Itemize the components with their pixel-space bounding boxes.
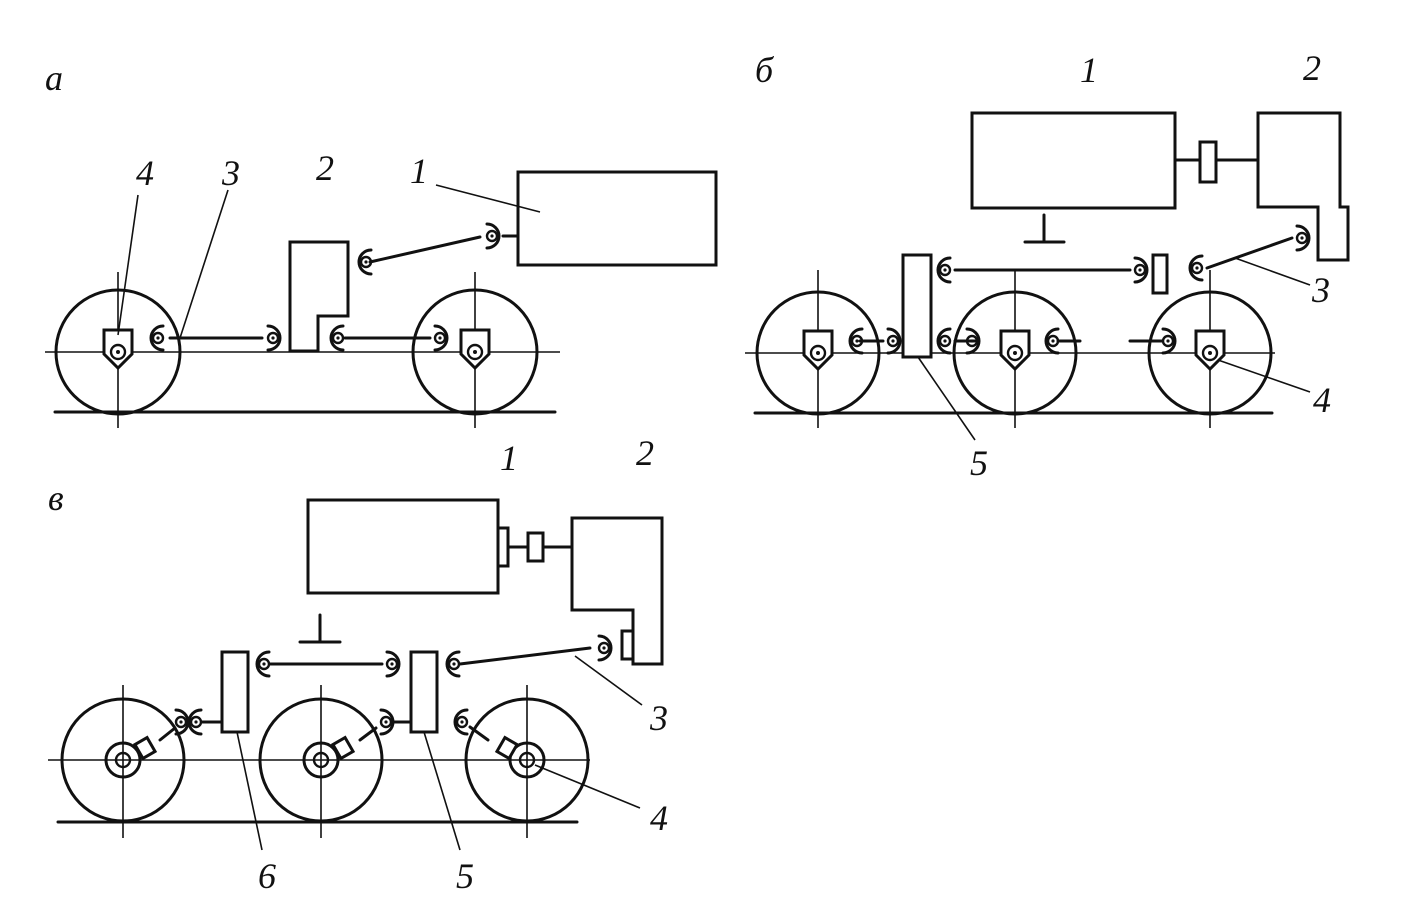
panel-b-letter: б: [755, 50, 775, 90]
panel-a-label-2: 2: [316, 148, 334, 188]
panel-b: б: [745, 48, 1350, 483]
panel-b-axle-gearbox-2: [999, 329, 1031, 371]
panel-c-engine: [306, 498, 500, 595]
panel-a: а: [45, 58, 718, 428]
panel-a-joint-4: [433, 324, 449, 352]
panel-c-letter: в: [48, 478, 64, 518]
panel-b-intermediate-box: [901, 253, 933, 359]
panel-c-label-3: 3: [649, 698, 668, 738]
panel-c-joint-5: [445, 650, 461, 678]
panel-b-joint-10: [1295, 224, 1311, 252]
panel-b-label-5: 5: [970, 443, 988, 483]
panel-c-joint-4: [385, 650, 401, 678]
panel-c-joint-1: [187, 708, 203, 736]
panel-c-coupling-2: [526, 531, 545, 563]
panel-b-axle-gearbox-3: [1194, 329, 1226, 371]
panel-c-label-2: 2: [636, 433, 654, 473]
panel-b-joint-6: [1161, 327, 1177, 355]
panel-c-joint-7: [453, 708, 469, 736]
panel-a-axle-gearbox-right: [459, 328, 491, 370]
panel-c-joint-8: [597, 634, 613, 662]
panel-b-engine: [970, 111, 1177, 210]
panel-b-joint-9: [1188, 254, 1204, 282]
panel-b-label-4: 4: [1313, 380, 1331, 420]
panel-a-axle-gearbox-left: [102, 328, 134, 370]
panel-b-joint-2: [886, 327, 902, 355]
panel-a-shaft-engine: [368, 235, 482, 264]
panel-b-joint-8: [1133, 256, 1149, 284]
panel-a-engine: [516, 170, 718, 267]
panel-a-joint-3: [329, 324, 345, 352]
panel-c-intermediate-box-5: [409, 650, 439, 734]
panel-c-wheel-2: [258, 685, 384, 838]
panel-a-label-1: 1: [410, 151, 428, 191]
panel-c-wheel-3: [464, 685, 590, 838]
panel-c-label-4: 4: [650, 798, 668, 838]
panel-c-label-1: 1: [500, 438, 518, 478]
panel-a-joint-1: [149, 324, 165, 352]
panel-b-shaft-coupling: [1151, 253, 1169, 295]
panel-b-coupling: [1198, 140, 1218, 184]
panel-c-joint-3: [255, 650, 271, 678]
panel-a-label-4: 4: [136, 153, 154, 193]
panel-a-joint-6: [485, 222, 501, 250]
panel-b-label-1: 1: [1080, 50, 1098, 90]
panel-a-label-3: 3: [221, 153, 240, 193]
panel-c-joint-6: [379, 708, 395, 736]
panel-c-wheel-1: [60, 685, 186, 838]
panel-b-joint-5: [1044, 327, 1060, 355]
panel-c-label-6: 6: [258, 856, 276, 896]
panel-b-joint-7: [936, 256, 952, 284]
panel-b-axle-gearbox-1: [802, 329, 834, 371]
panel-b-label-2: 2: [1303, 48, 1321, 88]
panel-a-joint-2: [266, 324, 282, 352]
panel-a-transfer-case: [288, 240, 350, 353]
panel-b-label-3: 3: [1311, 270, 1330, 310]
panel-c-transfer-case: [570, 516, 664, 666]
panel-c-intermediate-box-6: [220, 650, 250, 734]
panel-a-letter: а: [45, 58, 63, 98]
panel-b-transfer-case: [1256, 111, 1350, 262]
panel-c: в: [48, 433, 668, 896]
panel-c-label-5: 5: [456, 856, 474, 896]
panel-b-joint-3: [936, 327, 952, 355]
